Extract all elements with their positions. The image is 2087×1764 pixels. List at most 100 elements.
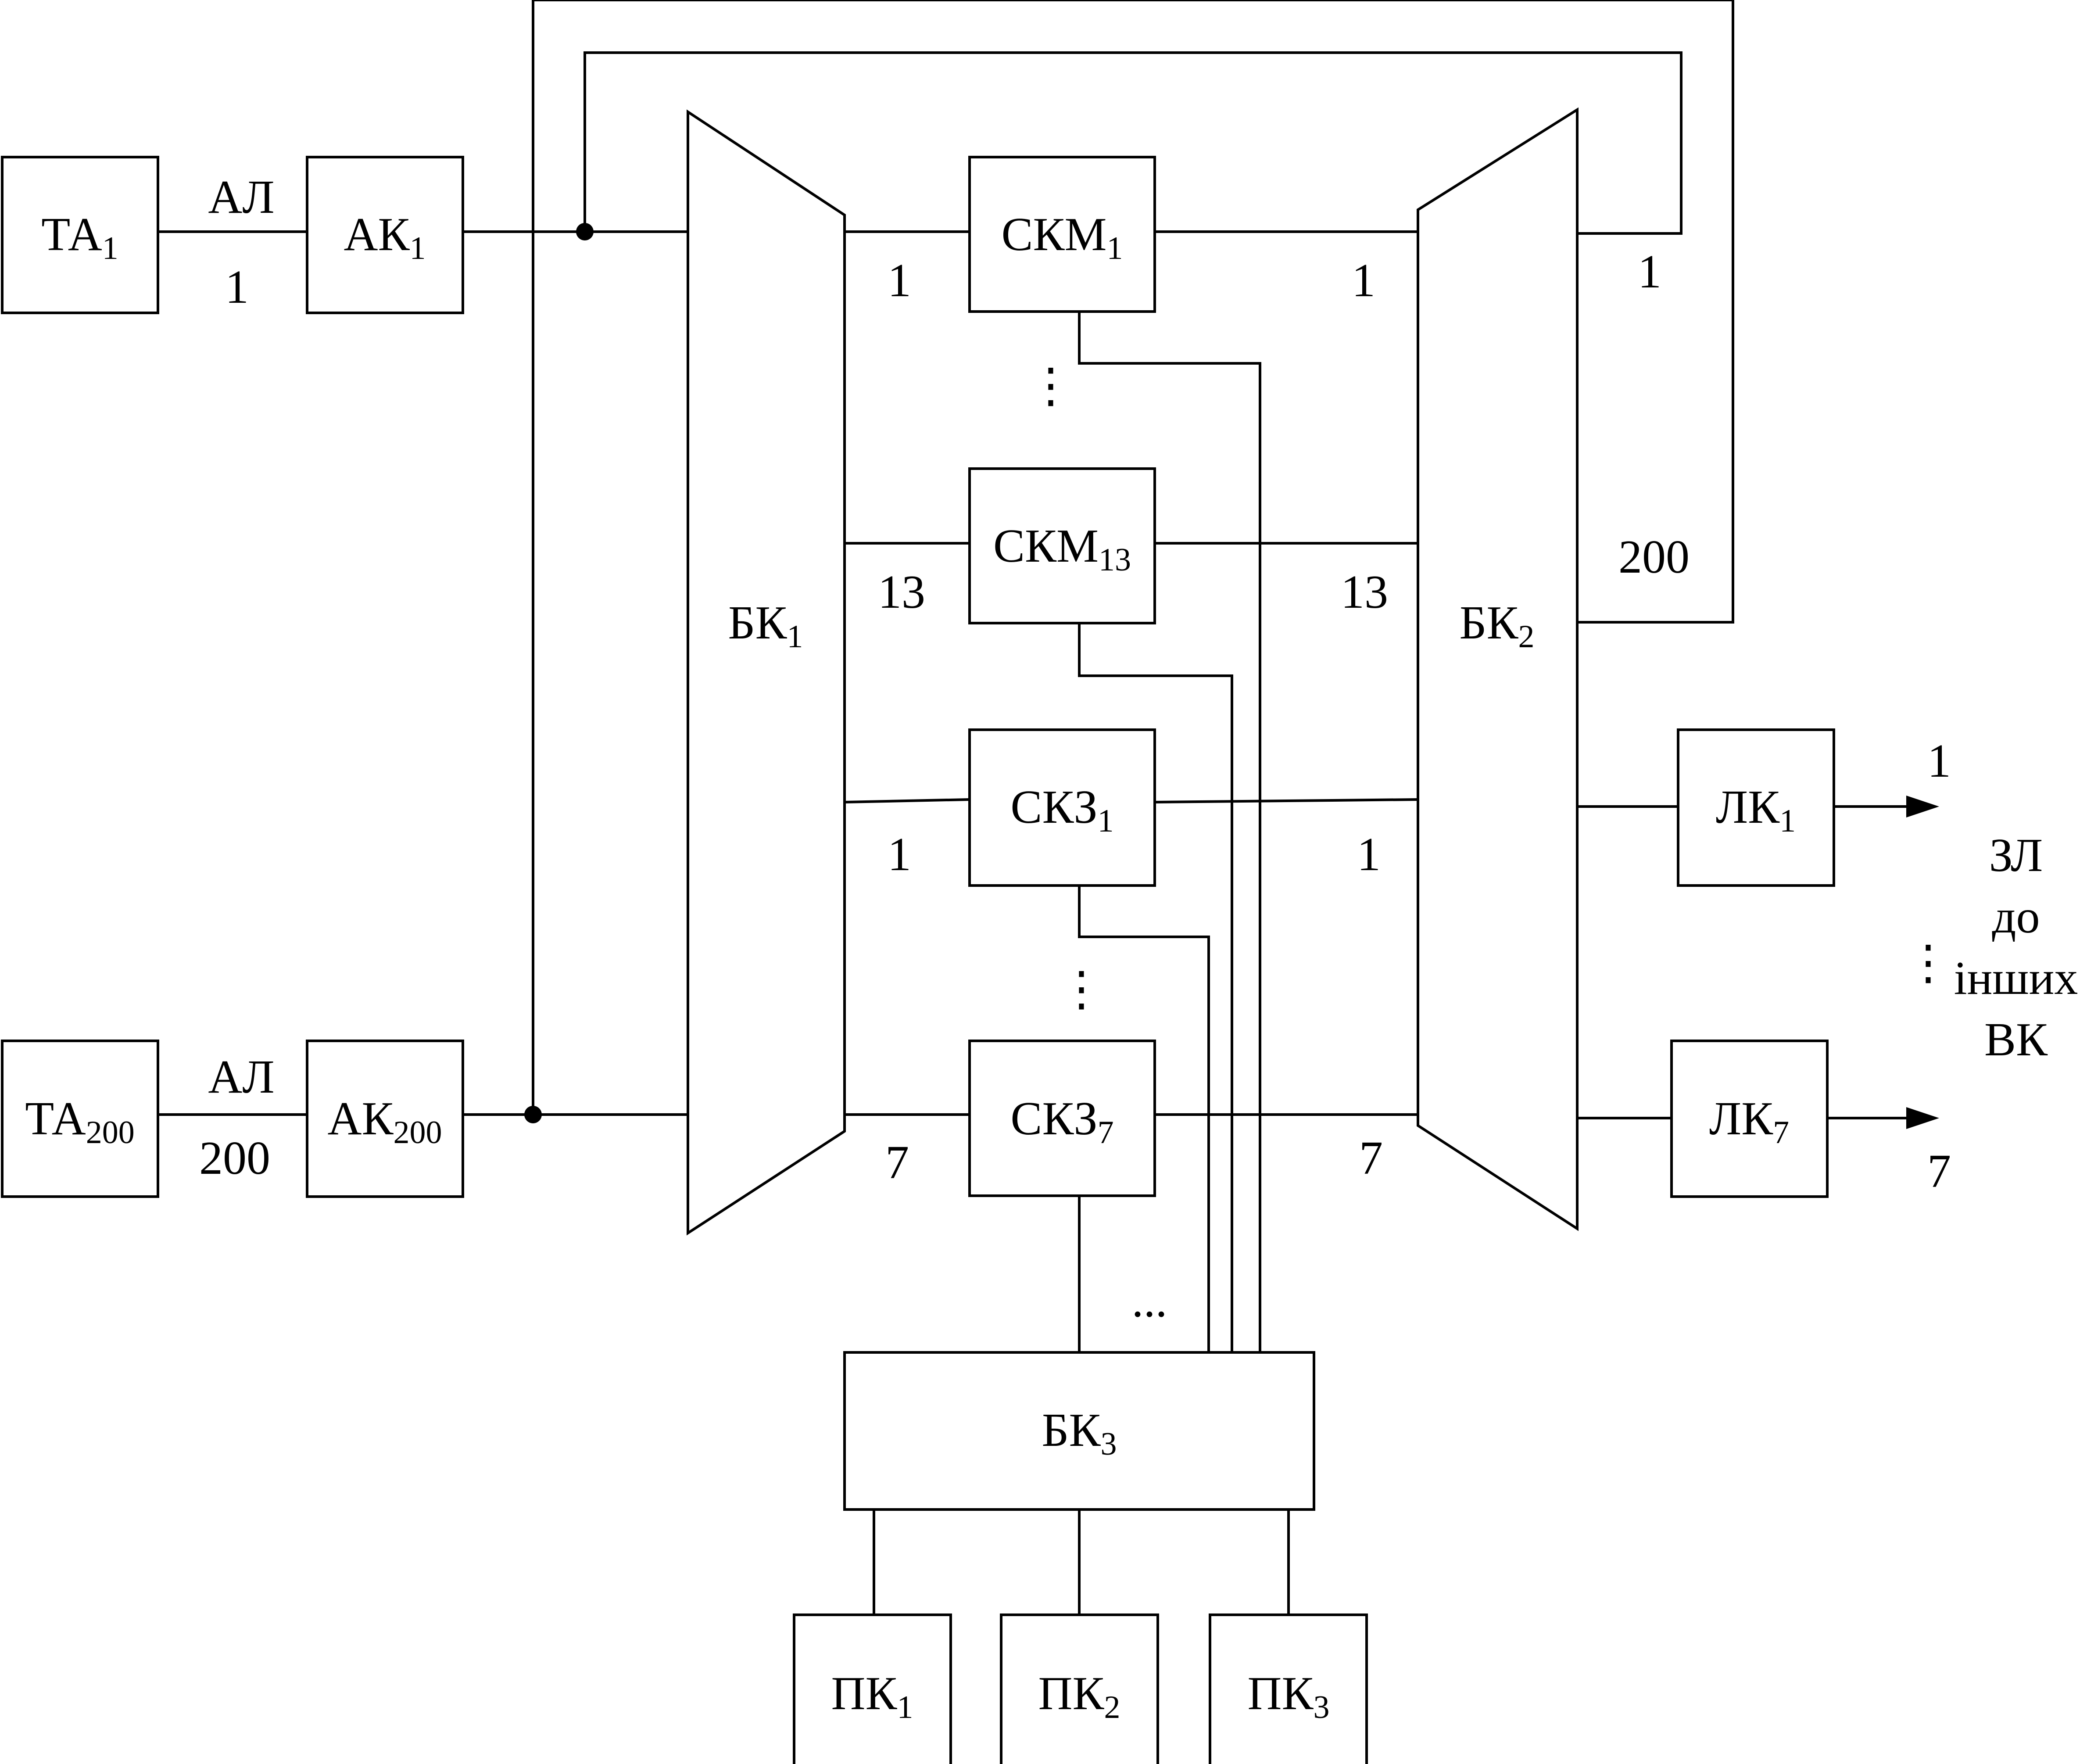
svg-text:АК200: АК200 — [327, 1093, 442, 1151]
block-lk1: ЛК1 — [1677, 728, 1835, 887]
label-al-top-num: 1 — [225, 261, 249, 313]
ta1-label: ТА — [41, 208, 102, 261]
label-bk2-out-200: 200 — [1618, 531, 1690, 583]
pk1-label: ПК — [831, 1667, 897, 1720]
svg-text:СКЗ7: СКЗ7 — [1010, 1093, 1113, 1151]
lk1-label: ЛК — [1716, 781, 1780, 833]
block-ta200: ТА200 — [1, 1040, 159, 1198]
block-ta1: ТА1 — [1, 156, 159, 314]
ak1-label: АК — [344, 208, 410, 261]
block-skm13: СКМ13 — [968, 467, 1156, 624]
caption-line-4: ВК — [1984, 1014, 2048, 1066]
ta200-index: 200 — [86, 1115, 135, 1151]
wires — [158, 0, 1939, 1615]
pk2-index: 2 — [1104, 1689, 1120, 1725]
label-al-bottom: АЛ — [208, 1051, 274, 1103]
label-skm1-right: 1 — [1352, 255, 1375, 307]
svg-text:ТА200: ТА200 — [25, 1093, 135, 1151]
bk1-label: БК — [728, 597, 787, 649]
caption-line-3: інших — [1954, 952, 2078, 1004]
line-labels: АЛ 1 АЛ 200 1 1 13 13 1 1 7 7 1 200 1 7 — [199, 171, 1951, 1198]
outputs-caption: ЗЛ до інших ВК — [1954, 829, 2078, 1066]
ta1-index: 1 — [102, 230, 118, 266]
svg-text:ПК3: ПК3 — [1247, 1667, 1329, 1725]
svg-text:ПК1: ПК1 — [831, 1667, 913, 1725]
ellipsis-skm: ⋮ — [1027, 360, 1074, 412]
label-skz7-right: 7 — [1359, 1132, 1383, 1184]
skm13-index: 13 — [1099, 542, 1131, 578]
svg-text:БК3: БК3 — [1042, 1404, 1117, 1462]
line-bk1-skz1 — [844, 798, 970, 803]
lk1-index: 1 — [1779, 803, 1796, 839]
svg-text:ТА1: ТА1 — [41, 208, 118, 266]
skz7-index: 7 — [1098, 1115, 1114, 1151]
bk1-index: 1 — [787, 619, 803, 655]
ellipsis-skz: ⋮ — [1058, 963, 1105, 1015]
bk3-index: 3 — [1101, 1426, 1117, 1462]
ak200-index: 200 — [394, 1115, 442, 1151]
ellipsis-outputs: ⋮ — [1904, 937, 1952, 989]
svg-text:АК1: АК1 — [344, 208, 426, 266]
label-skz7-left: 7 — [885, 1137, 909, 1189]
block-lk7: ЛК7 — [1670, 1040, 1829, 1198]
block-bk3: БК3 — [843, 1351, 1315, 1511]
pk2-label: ПК — [1038, 1667, 1104, 1720]
label-skm1-left: 1 — [888, 255, 911, 307]
svg-text:БК2: БК2 — [1459, 597, 1534, 655]
pk1-index: 1 — [897, 1689, 913, 1725]
skz1-label: СКЗ — [1010, 781, 1097, 833]
lk7-index: 7 — [1773, 1115, 1789, 1151]
ctrl-skz1-bk3 — [1078, 886, 1210, 1352]
ctrl-skm1-bk3 — [1078, 312, 1261, 1352]
svg-text:СКЗ1: СКЗ1 — [1010, 781, 1113, 839]
block-skm1: СКМ1 — [968, 156, 1156, 313]
label-out-7: 7 — [1927, 1145, 1951, 1198]
svg-text:ЛК1: ЛК1 — [1716, 781, 1796, 839]
svg-text:ЛК7: ЛК7 — [1709, 1093, 1789, 1151]
svg-text:СКМ13: СКМ13 — [993, 520, 1131, 578]
ellipsis-bk3-inputs: ... — [1132, 1275, 1167, 1327]
block-pk3: ПК3 — [1209, 1613, 1368, 1764]
label-skm13-right: 13 — [1341, 566, 1388, 618]
skm13-label: СКМ — [993, 520, 1099, 572]
lk7-label: ЛК — [1709, 1093, 1773, 1145]
skm1-index: 1 — [1107, 230, 1123, 266]
svg-text:ПК2: ПК2 — [1038, 1667, 1120, 1725]
pk3-index: 3 — [1314, 1689, 1330, 1725]
feedback-200 — [532, 0, 1734, 1115]
skm1-label: СКМ — [1001, 208, 1106, 261]
bk2-index: 2 — [1518, 619, 1535, 655]
svg-text:БК1: БК1 — [728, 597, 803, 655]
label-bk2-out-1: 1 — [1638, 246, 1661, 298]
block-skz1: СКЗ1 — [968, 728, 1156, 887]
block-skz7: СКЗ7 — [968, 1040, 1156, 1197]
ak200-label: АК — [327, 1093, 394, 1145]
ctrl-skm13-bk3 — [1078, 623, 1233, 1352]
skz1-index: 1 — [1098, 803, 1114, 839]
ak1-index: 1 — [410, 230, 426, 266]
label-al-bottom-num: 200 — [199, 1132, 270, 1184]
line-skz1-bk2 — [1154, 798, 1418, 803]
bk2-label: БК — [1459, 597, 1518, 649]
arrowhead-out-1 — [1906, 796, 1939, 817]
ta200-label: ТА — [25, 1093, 86, 1145]
caption-line-1: ЗЛ — [1989, 829, 2043, 882]
block-pk2: ПК2 — [1000, 1613, 1159, 1764]
caption-line-2: до — [1992, 891, 2040, 943]
block-ak1: АК1 — [306, 156, 464, 314]
ellipses: ⋮ ⋮ ⋮ ... — [1027, 360, 1952, 1327]
block-pk1: ПК1 — [793, 1613, 952, 1764]
label-skz1-right: 1 — [1357, 828, 1381, 881]
skz7-label: СКЗ — [1010, 1093, 1097, 1145]
block-bk2: БК2 — [1417, 107, 1579, 1231]
pk3-label: ПК — [1247, 1667, 1314, 1720]
label-al-top: АЛ — [208, 171, 274, 223]
arrowhead-out-7 — [1906, 1107, 1939, 1129]
label-skz1-left: 1 — [888, 828, 911, 881]
bk3-label: БК — [1042, 1404, 1101, 1456]
feedback-1 — [584, 51, 1682, 235]
junction-dot-1 — [576, 223, 594, 240]
block-ak200: АК200 — [306, 1040, 464, 1198]
label-skm13-left: 13 — [878, 566, 925, 618]
